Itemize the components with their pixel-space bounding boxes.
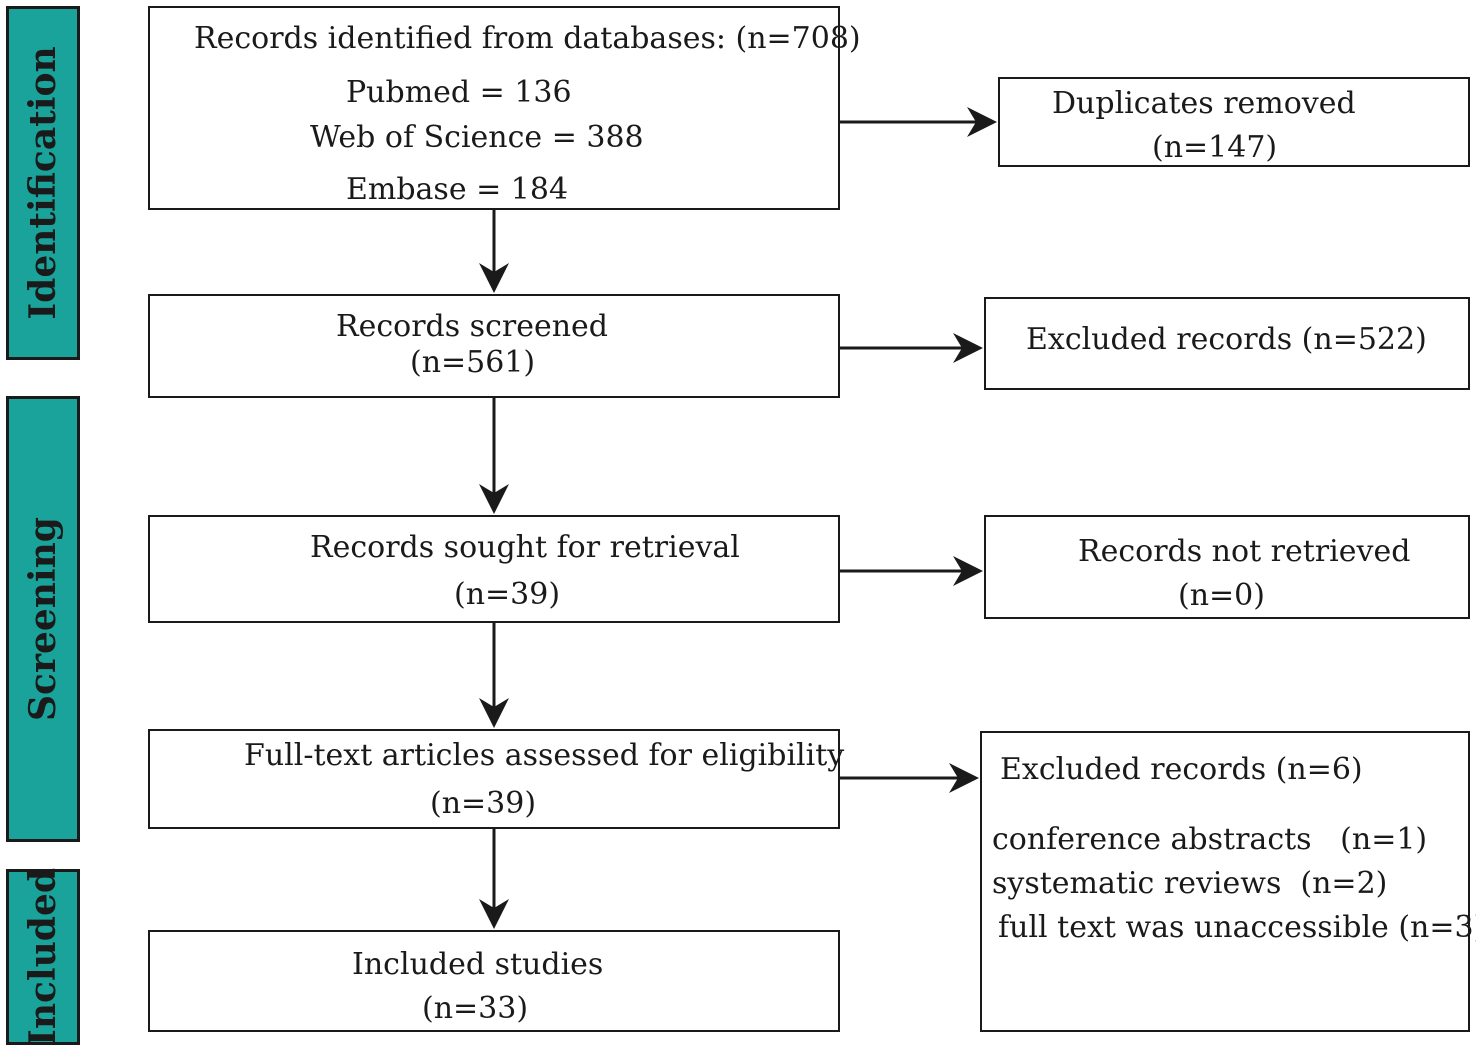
pubmed-count: Pubmed = 136 (346, 75, 572, 110)
records-not-retrieved-title: Records not retrieved (1078, 534, 1411, 569)
records-sought-count: (n=39) (454, 577, 561, 612)
excluded-records-1-title: Excluded records (n=522) (1026, 322, 1427, 357)
phase-included: Included (6, 868, 80, 1046)
box-records-sought: Records sought for retrieval (n=39) (148, 515, 840, 623)
box-records-screened: Records screened (n=561) (148, 294, 840, 398)
box-excluded-records-2: Excluded records (n=6) conference abstra… (980, 731, 1476, 1032)
phase-identification: Identification (6, 6, 80, 360)
fulltext-assessed-count: (n=39) (430, 786, 537, 821)
box-duplicates-removed: Duplicates removed (n=147) (998, 77, 1470, 167)
wos-count: Web of Science = 388 (310, 120, 644, 155)
records-not-retrieved-count: (n=0) (1178, 578, 1265, 613)
phase-screening: Screening (6, 396, 80, 842)
records-screened-title: Records screened (336, 309, 609, 344)
fulltext-assessed-title: Full-text articles assessed for eligibil… (244, 738, 845, 773)
box-records-identified: Records identified from databases: (n=70… (148, 6, 861, 210)
exclusion-reason-reviews: systematic reviews (n=2) (992, 866, 1388, 901)
exclusion-reason-unaccessible: full text was unaccessible (n=3) (998, 910, 1476, 945)
included-studies-count: (n=33) (422, 991, 529, 1026)
duplicates-removed-count: (n=147) (1152, 130, 1278, 165)
included-studies-title: Included studies (352, 947, 604, 982)
duplicates-removed-title: Duplicates removed (1052, 86, 1356, 121)
records-screened-count: (n=561) (410, 345, 536, 380)
excluded-records-2-title: Excluded records (n=6) (1000, 752, 1363, 787)
embase-count: Embase = 184 (346, 172, 569, 207)
box-included-studies: Included studies (n=33) (148, 930, 840, 1032)
records-sought-title: Records sought for retrieval (310, 530, 740, 565)
box-excluded-records-1: Excluded records (n=522) (984, 297, 1470, 390)
box-records-not-retrieved: Records not retrieved (n=0) (984, 515, 1470, 619)
box-fulltext-assessed: Full-text articles assessed for eligibil… (148, 729, 844, 829)
records-identified-title: Records identified from databases: (n=70… (194, 21, 861, 56)
exclusion-reason-conference: conference abstracts (n=1) (992, 822, 1428, 857)
